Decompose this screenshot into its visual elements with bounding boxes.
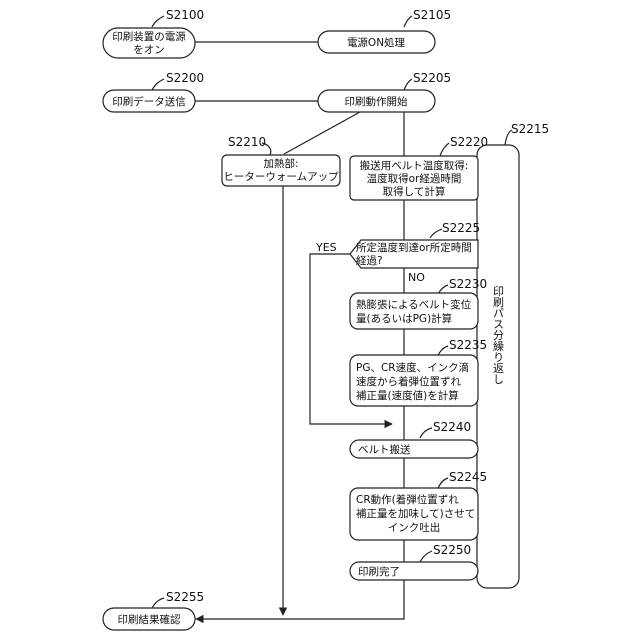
node-s2230-ref: S2230: [449, 277, 487, 291]
node-s2255-ref: S2255: [166, 590, 204, 604]
connector-2250-2255: [196, 580, 404, 619]
node-s2210: 加熱部: ヒーターウォームアップ S2210: [222, 135, 340, 186]
node-s2200-ref: S2200: [166, 71, 204, 85]
node-s2245-line-3: インク吐出: [388, 521, 441, 534]
node-s2205-line-1: 印刷動作開始: [345, 95, 408, 108]
node-s2210-line-1: 加熱部:: [263, 157, 298, 170]
node-s2200: 印刷データ送信 S2200: [103, 71, 204, 112]
node-s2230-line-1: 熱膨張によるベルト変位: [356, 298, 472, 311]
node-s2225: 所定温度到達or所定時間 経過? S2225: [350, 221, 480, 268]
yes-branch-label: YES: [315, 241, 337, 254]
node-s2255-line-1: 印刷結果確認: [118, 613, 181, 626]
node-s2245-ref: S2245: [449, 470, 487, 484]
node-s2230: 熱膨張によるベルト変位 量(あるいはPG)計算 S2230: [350, 277, 487, 329]
node-s2255: 印刷結果確認 S2255: [103, 590, 204, 630]
node-s2100-ref: S2100: [166, 8, 204, 22]
node-s2100-line-2: をオン: [133, 44, 165, 56]
node-s2225-ref: S2225: [442, 221, 480, 235]
node-s2215-label: 印刷パス分繰り返し: [492, 285, 505, 384]
node-s2240-ref: S2240: [433, 420, 471, 434]
node-s2245-line-1: CR動作(着弾位置ずれ: [356, 493, 459, 506]
node-s2235: PG、CR速度、インク滴 速度から着弾位置ずれ 補正量(速度値)を計算 S223…: [350, 338, 487, 406]
node-s2250-ref: S2250: [433, 543, 471, 557]
node-s2250-line-1: 印刷完了: [358, 565, 400, 578]
node-s2100: 印刷装置の電源 をオン S2100: [103, 8, 204, 58]
node-s2220-ref: S2220: [450, 135, 488, 149]
node-s2205: 印刷動作開始 S2205: [318, 71, 451, 112]
node-s2245-line-2: 補正量を加味して)させて: [356, 507, 475, 520]
node-s2205-ref: S2205: [413, 71, 451, 85]
node-s2105-line-1: 電源ON処理: [347, 36, 406, 49]
node-s2235-line-1: PG、CR速度、インク滴: [356, 361, 469, 374]
node-s2240-line-1: ベルト搬送: [358, 443, 411, 456]
node-s2220-line-2: 温度取得or経過時間: [367, 172, 462, 185]
node-s2100-line-1: 印刷装置の電源: [112, 30, 186, 43]
node-s2245: CR動作(着弾位置ずれ 補正量を加味して)させて インク吐出 S2245: [350, 470, 487, 540]
node-s2220: 搬送用ベルト温度取得: 温度取得or経過時間 取得して計算 S2220: [350, 135, 488, 200]
node-s2250: 印刷完了 S2250: [350, 543, 478, 580]
connector-2205-2210: [284, 112, 360, 154]
node-s2210-ref: S2210: [228, 135, 266, 149]
node-s2220-line-3: 取得して計算: [383, 185, 446, 198]
node-s2200-line-1: 印刷データ送信: [112, 95, 186, 108]
node-s2235-line-2: 速度から着弾位置ずれ: [356, 375, 461, 388]
node-s2225-line-2: 経過?: [356, 254, 383, 267]
node-s2220-line-1: 搬送用ベルト温度取得:: [360, 159, 469, 172]
node-s2230-line-2: 量(あるいはPG)計算: [356, 312, 452, 325]
node-s2210-line-2: ヒーターウォームアップ: [223, 171, 339, 183]
no-branch-label: NO: [408, 271, 425, 284]
node-s2240: ベルト搬送 S2240: [350, 420, 478, 458]
node-s2235-ref: S2235: [449, 338, 487, 352]
node-s2105-ref: S2105: [413, 8, 451, 22]
node-s2215-loop: 印刷パス分繰り返し S2215: [477, 122, 549, 588]
node-s2235-line-3: 補正量(速度値)を計算: [356, 389, 459, 402]
node-s2215-ref: S2215: [511, 122, 549, 136]
node-s2105: 電源ON処理 S2105: [318, 8, 451, 53]
node-s2225-line-1: 所定温度到達or所定時間: [356, 241, 472, 254]
